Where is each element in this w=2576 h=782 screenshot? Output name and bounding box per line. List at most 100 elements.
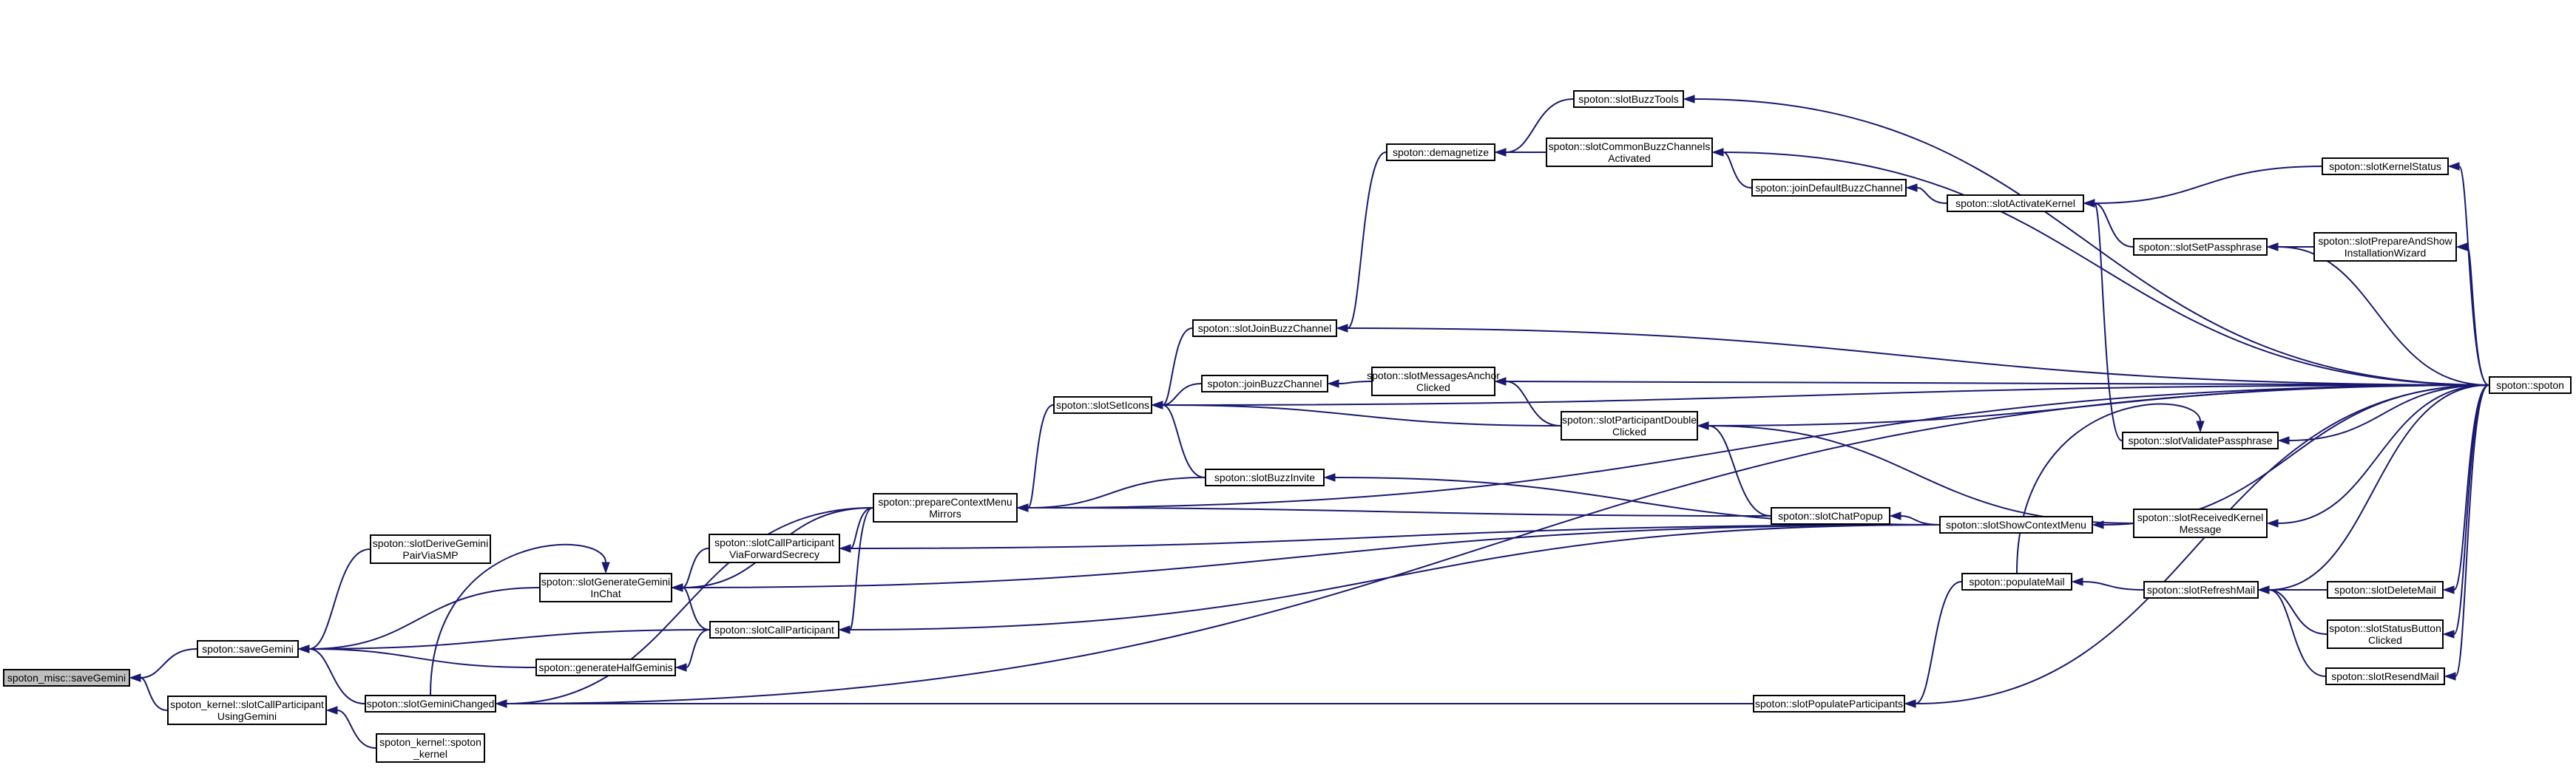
call-edge — [2268, 589, 2327, 635]
node-status-button-clicked[interactable]: spoton::slotStatusButton Clicked — [2327, 619, 2444, 649]
call-edge-arrowhead — [601, 562, 610, 574]
node-show-context-menu[interactable]: spoton::slotShowContextMenu — [1939, 516, 2093, 534]
call-edge — [850, 507, 873, 549]
node-refresh-mail[interactable]: spoton::slotRefreshMail — [2143, 581, 2259, 599]
call-edge — [1027, 477, 1206, 509]
node-kernel-status[interactable]: spoton::slotKernelStatus — [2322, 157, 2449, 175]
call-edge-arrowhead — [2257, 585, 2270, 594]
node-gemini-changed[interactable]: spoton::slotGeminiChanged — [365, 695, 496, 713]
call-edge — [2467, 246, 2489, 386]
node-populate-mail[interactable]: spoton::populateMail — [1961, 573, 2072, 591]
node-slot-join-buzz-channel[interactable]: spoton::slotJoinBuzzChannel — [1192, 319, 1337, 337]
call-edge — [1723, 152, 1752, 188]
call-edge-arrowhead — [1711, 148, 1724, 157]
call-edge — [1338, 381, 1372, 384]
node-demagnetize[interactable]: spoton::demagnetize — [1386, 143, 1495, 161]
call-edge-arrowhead — [1151, 401, 1163, 409]
call-edge — [2458, 166, 2489, 386]
node-set-icons[interactable]: spoton::slotSetIcons — [1053, 396, 1152, 414]
call-edge-arrowhead — [1905, 183, 1918, 192]
call-edge — [1162, 384, 2489, 406]
node-save-gemini[interactable]: spoton::saveGemini — [197, 640, 299, 658]
call-edge-arrowhead — [2442, 630, 2455, 639]
node-participant-double-clicked[interactable]: spoton::slotParticipantDouble Clicked — [1561, 411, 1698, 441]
call-edge — [1027, 404, 1054, 509]
call-edge — [1916, 187, 1947, 204]
call-edge-arrowhead — [839, 544, 851, 553]
call-edge — [506, 507, 873, 704]
node-join-buzz-channel[interactable]: spoton::joinBuzzChannel — [1201, 375, 1328, 392]
call-edge — [1027, 507, 1771, 517]
call-edge — [308, 648, 365, 704]
call-edge — [1915, 384, 2489, 704]
call-edge-arrowhead — [1016, 503, 1029, 512]
call-edge — [2453, 384, 2489, 635]
node-received-kernel-message[interactable]: spoton::slotReceivedKernel Message — [2133, 509, 2268, 538]
call-edge — [682, 587, 710, 630]
node-prepare-and-show-installation-wizard[interactable]: spoton::slotPrepareAndShow InstallationW… — [2313, 232, 2457, 262]
call-edge-arrowhead — [2455, 242, 2468, 251]
node-spoton-spoton[interactable]: spoton::spoton — [2489, 376, 2572, 394]
call-edge — [140, 648, 197, 679]
node-generate-half-geminis[interactable]: spoton::generateHalfGeminis — [535, 659, 676, 676]
node-buzz-tools[interactable]: spoton::slotBuzzTools — [1573, 90, 1684, 108]
call-edge — [2288, 384, 2489, 441]
call-edge — [1162, 404, 1561, 426]
call-edge — [686, 629, 710, 668]
call-edge — [1505, 381, 2489, 386]
call-edge-arrowhead — [675, 663, 687, 672]
node-kernel-spoton-kernel[interactable]: spoton_kernel::spoton _kernel — [376, 733, 485, 763]
node-kernel-call-participant-using-gemini[interactable]: spoton_kernel::slotCallParticipant Using… — [167, 696, 327, 725]
call-edge-arrowhead — [1327, 379, 1339, 388]
node-delete-mail[interactable]: spoton::slotDeleteMail — [2327, 581, 2444, 599]
node-messages-anchor-clicked[interactable]: spoton::slotMessagesAnchor Clicked — [1367, 367, 1500, 396]
call-edge-arrowhead — [1904, 699, 1916, 708]
call-edge-arrowhead — [2092, 520, 2104, 529]
call-edge — [430, 543, 606, 696]
call-edge — [1900, 515, 1940, 526]
call-edge — [682, 524, 1940, 588]
call-edge — [308, 629, 710, 650]
call-edge-arrowhead — [671, 583, 683, 592]
call-edge — [1708, 425, 1771, 517]
node-buzz-invite[interactable]: spoton::slotBuzzInvite — [1205, 469, 1325, 486]
call-edge — [2455, 384, 2489, 677]
node-activate-kernel[interactable]: spoton::slotActivateKernel — [1947, 194, 2084, 212]
node-generate-gemini-in-chat[interactable]: spoton::slotGenerateGemini InChat — [539, 573, 672, 602]
call-edge-arrowhead — [2196, 421, 2205, 433]
call-edge-arrowhead — [495, 699, 507, 708]
node-derive-gemini-pair-via-smp[interactable]: spoton::slotDeriveGemini PairViaSMP — [370, 534, 491, 564]
node-call-participant-via-forward-secrecy[interactable]: spoton::slotCallParticipant ViaForwardSe… — [709, 534, 840, 563]
call-edge — [2277, 384, 2489, 524]
call-edge — [849, 507, 873, 630]
node-common-buzz-channels-activated[interactable]: spoton::slotCommonBuzzChannels Activated — [1546, 137, 1713, 167]
call-edge — [849, 524, 1940, 630]
call-edge-arrowhead — [2083, 199, 2095, 208]
call-edge-arrowhead — [129, 673, 141, 682]
node-chat-popup[interactable]: spoton::slotChatPopup — [1771, 507, 1890, 525]
call-edge-arrowhead — [1494, 148, 1507, 157]
node-validate-passphrase[interactable]: spoton::slotValidatePassphrase — [2122, 432, 2279, 449]
node-resend-mail[interactable]: spoton::slotResendMail — [2325, 667, 2445, 685]
call-edge — [2094, 166, 2322, 204]
call-edge — [308, 648, 536, 668]
call-edge — [2082, 581, 2144, 591]
call-edge — [2103, 384, 2489, 526]
call-edge — [682, 548, 709, 588]
call-edge-arrowhead — [2071, 577, 2083, 586]
node-join-default-buzz-channel[interactable]: spoton::joinDefaultBuzzChannel — [1751, 179, 1907, 197]
node-call-participant[interactable]: spoton::slotCallParticipant — [709, 621, 839, 639]
call-edge — [2094, 203, 2134, 248]
node-set-passphrase[interactable]: spoton::slotSetPassphrase — [2133, 238, 2268, 256]
call-edge — [1708, 384, 2489, 426]
node-populate-participants[interactable]: spoton::slotPopulateParticipants — [1753, 695, 1905, 713]
call-edge-arrowhead — [2444, 672, 2456, 681]
call-edge — [2268, 384, 2489, 591]
call-edge — [2016, 403, 2201, 574]
call-edge — [850, 524, 1940, 549]
call-edge — [1694, 98, 2489, 386]
node-prepare-context-menu-mirrors[interactable]: spoton::prepareContextMenu Mirrors — [873, 493, 1018, 523]
call-edge — [2268, 589, 2326, 677]
call-edge-arrowhead — [1494, 377, 1507, 386]
